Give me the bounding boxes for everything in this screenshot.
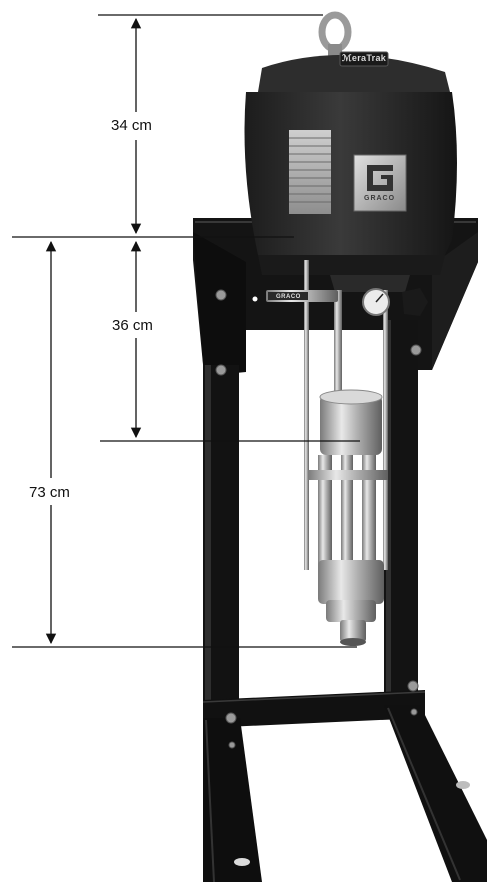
logo-plate	[353, 154, 407, 212]
dimension-label-overall: 73 cm	[27, 483, 72, 503]
left-foot	[203, 718, 262, 882]
bolt	[407, 680, 419, 692]
regulator-marking: GRACO	[276, 294, 301, 300]
fluid-outlet	[340, 620, 366, 642]
pump-cylinder-bottom	[318, 560, 384, 604]
logo-mark	[367, 165, 393, 191]
bolt	[228, 741, 236, 749]
right-wing-flange	[432, 232, 478, 370]
regulator-knob	[402, 288, 428, 316]
pump-lower	[266, 260, 428, 646]
cooling-fins	[289, 130, 331, 214]
left-wing-flange	[193, 232, 246, 376]
lifting-eye	[318, 11, 352, 53]
pump-cylinder-top	[320, 395, 382, 455]
dimension-annotations	[12, 14, 360, 648]
bolt	[215, 289, 227, 301]
foot-hole	[456, 781, 470, 789]
bolt	[410, 708, 418, 716]
right-foot	[384, 705, 487, 882]
air-motor	[244, 11, 457, 292]
dimension-label-middle: 36 cm	[110, 316, 155, 336]
foot-hole	[234, 858, 250, 866]
dimension-label-top: 34 cm	[109, 116, 154, 136]
logo-text: GRACO	[364, 195, 396, 202]
bolt	[225, 712, 237, 724]
model-badge-text: ℳeraTrak	[342, 53, 387, 63]
bolt	[410, 344, 422, 356]
tie-rod	[383, 290, 388, 570]
bolt	[215, 364, 227, 376]
model-badge-plate	[339, 51, 389, 67]
tie-rod	[304, 260, 309, 570]
